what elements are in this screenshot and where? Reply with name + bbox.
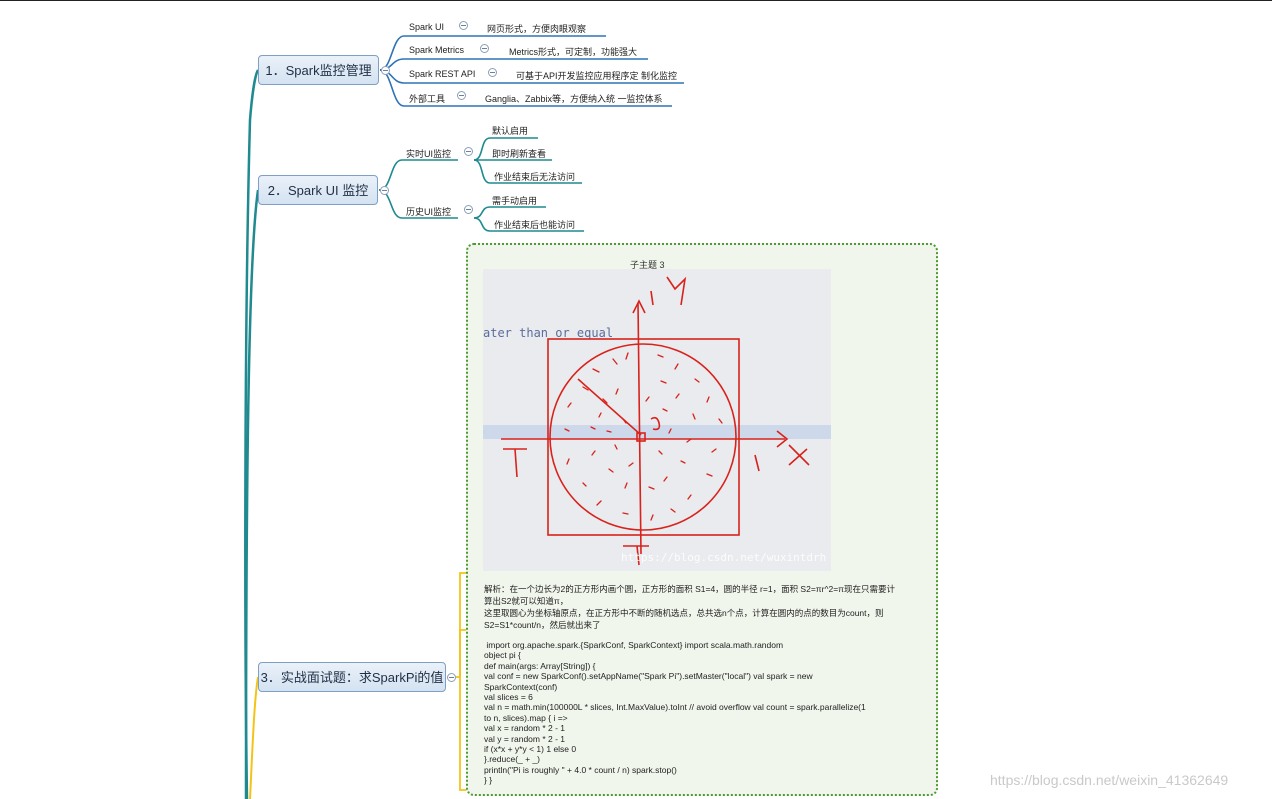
analysis-line: S2=S1*count/n，然后就出来了 — [484, 620, 601, 630]
collapse-icon[interactable] — [464, 205, 473, 214]
collapse-icon[interactable] — [488, 68, 497, 77]
collapse-icon[interactable] — [459, 21, 468, 30]
branch-spark-metrics[interactable]: Spark Metrics — [409, 45, 465, 55]
analysis-line: 这里取圆心为坐标轴原点，在正方形中不断的随机选点，总共选n个点，计算在圆内的点的… — [484, 608, 884, 618]
monte-carlo-pi-image: ater than or equal https://blog.csdn.net… — [483, 269, 831, 571]
leaf-default-enabled[interactable]: 默认启用 — [492, 126, 529, 136]
image-overlay-text: ater than or equal — [483, 326, 613, 340]
leaf-instant-refresh[interactable]: 即时刷新查看 — [492, 149, 547, 159]
branch-external-tools[interactable]: 外部工具 — [409, 94, 446, 104]
branch-history-ui[interactable]: 历史UI监控 — [406, 207, 452, 217]
collapse-icon[interactable] — [381, 66, 390, 75]
analysis-line: 算出S2就可以知道π， — [484, 596, 569, 606]
code-block[interactable]: import org.apache.spark.{SparkConf, Spar… — [484, 640, 866, 786]
analysis-text[interactable]: 解析：在一个边长为2的正方形内画个圆，正方形的面积 S1=4，圆的半径 r=1，… — [484, 583, 920, 631]
leaf-manual-enable[interactable]: 需手动启用 — [492, 196, 538, 206]
branch-realtime-ui[interactable]: 实时UI监控 — [406, 149, 452, 159]
collapse-icon[interactable] — [380, 186, 389, 195]
page-watermark: https://blog.csdn.net/weixin_41362649 — [990, 772, 1229, 788]
subtopic-title: 子主题 3 — [630, 260, 665, 270]
leaf-access-after-job[interactable]: 作业结束后也能访问 — [494, 220, 576, 230]
collapse-icon[interactable] — [480, 44, 489, 53]
topic-spark-ui-monitoring[interactable]: 2．Spark UI 监控 — [258, 175, 378, 205]
image-watermark: https://blog.csdn.net/wuxintdrh — [621, 551, 826, 564]
leaf-external-tools-desc[interactable]: Ganglia、Zabbix等，方便纳入统 一监控体系 — [485, 94, 663, 104]
pi-sketch: ater than or equal https://blog.csdn.net… — [483, 276, 831, 566]
leaf-no-access-after-job[interactable]: 作业结束后无法访问 — [494, 172, 576, 182]
leaf-spark-ui-desc[interactable]: 网页形式，方便肉眼观察 — [487, 24, 587, 34]
analysis-line: 解析：在一个边长为2的正方形内画个圆，正方形的面积 S1=4，圆的半径 r=1，… — [484, 584, 896, 594]
branch-spark-ui[interactable]: Spark UI — [409, 22, 445, 32]
leaf-spark-metrics-desc[interactable]: Metrics形式，可定制，功能强大 — [509, 47, 638, 57]
topic-spark-monitoring[interactable]: 1．Spark监控管理 — [258, 55, 379, 85]
leaf-spark-rest-api-desc[interactable]: 可基于API开发监控应用程序定 制化监控 — [516, 71, 678, 81]
collapse-icon[interactable] — [464, 147, 473, 156]
branch-spark-rest-api[interactable]: Spark REST API — [409, 69, 476, 79]
topic-sparkpi-interview[interactable]: 3．实战面试题：求SparkPi的值 — [258, 662, 446, 692]
collapse-icon[interactable] — [447, 673, 456, 682]
top-border — [0, 0, 1272, 1]
collapse-icon[interactable] — [457, 91, 466, 100]
